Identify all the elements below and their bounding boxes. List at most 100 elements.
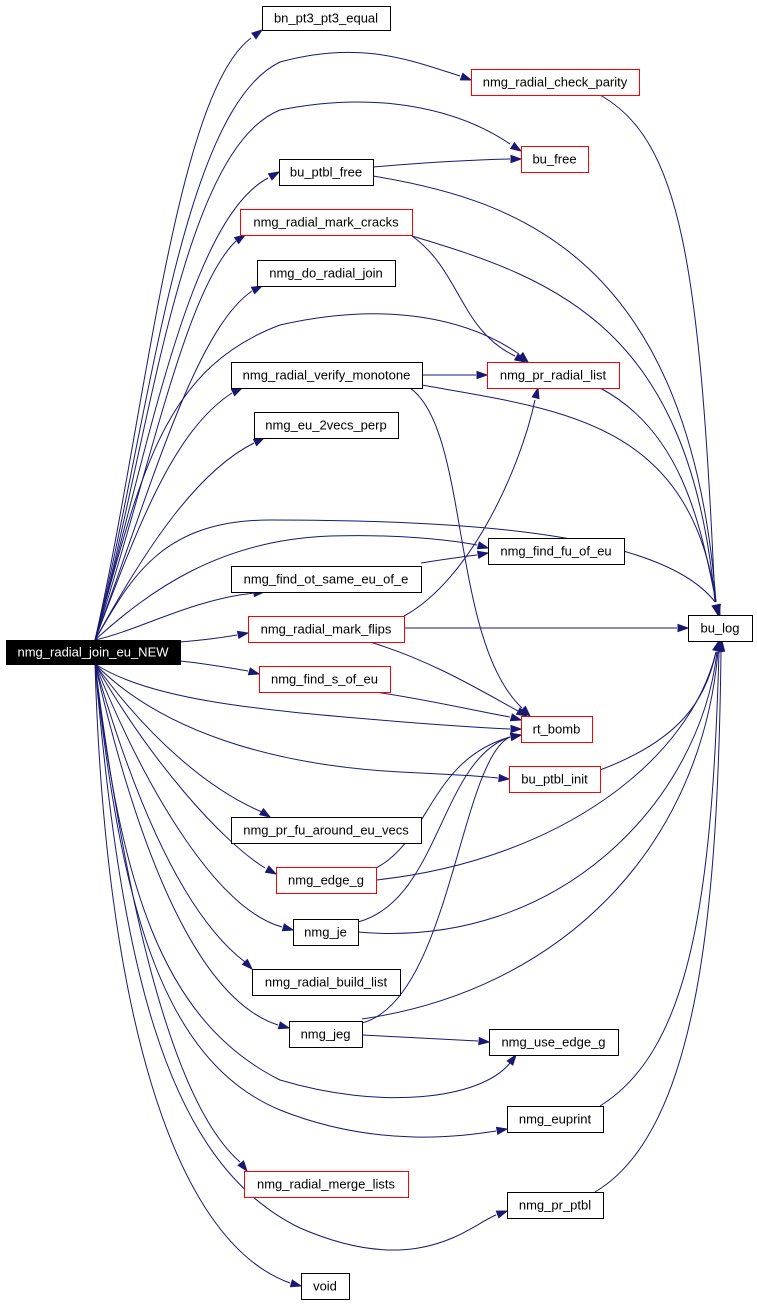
node-label: nmg_edge_g [288, 873, 364, 888]
arrowhead-icon [509, 732, 523, 741]
node-label: bu_log [700, 621, 739, 636]
node-nmg-pr-radial-list[interactable]: nmg_pr_radial_list [487, 362, 620, 389]
edge-nmg-radial-mark-cracks-to-nmg-pr-radial-list [411, 235, 527, 363]
edge-line [411, 235, 516, 357]
node-nmg-radial-check-parity[interactable]: nmg_radial_check_parity [471, 69, 640, 96]
edge-nmg-edge-g-to-bu-log [375, 639, 721, 881]
node-nmg-je[interactable]: nmg_je [293, 919, 359, 946]
node-box [301, 1273, 350, 1300]
node-bn-pt3-pt3-equal[interactable]: bn_pt3_pt3_equal [262, 6, 391, 31]
edge-line [403, 399, 536, 617]
node-nmg-radial-merge-lists[interactable]: nmg_radial_merge_lists [244, 1171, 409, 1198]
edge-line [374, 691, 511, 718]
node-nmg-pr-ptbl[interactable]: nmg_pr_ptbl [507, 1192, 604, 1219]
node-nmg-use-edge-g[interactable]: nmg_use_edge_g [489, 1029, 619, 1056]
node-label: nmg_euprint [519, 1112, 592, 1127]
node-bu-free[interactable]: bu_free [521, 146, 589, 173]
edge-nmg-radial-join-eu-new-to-nmg-radial-build-list [94, 663, 254, 971]
edge-nmg-pr-ptbl-to-bu-log [594, 639, 726, 1193]
edge-line [599, 651, 720, 1107]
arrowhead-icon [476, 541, 490, 550]
arrowhead-icon [230, 387, 244, 397]
node-nmg-find-fu-of-eu[interactable]: nmg_find_fu_of_eu [488, 538, 625, 565]
edge-line [361, 1034, 479, 1042]
node-void[interactable]: void [301, 1273, 350, 1300]
edge-nmg-radial-join-eu-new-to-nmg-pr-fu-around-eu-vecs [94, 663, 272, 818]
edge-line [369, 641, 519, 712]
arrowhead-icon [531, 386, 540, 400]
edge-nmg-radial-join-eu-new-to-nmg-edge-g [94, 663, 278, 875]
edge-nmg-radial-verify-monotone-to-bu-log [421, 384, 721, 617]
edge-line [94, 442, 255, 641]
node-label: nmg_je [304, 925, 347, 940]
node-box [231, 566, 422, 593]
node-label: void [313, 1279, 337, 1294]
node-label: bu_ptbl_init [521, 772, 588, 787]
arrowhead-icon [250, 285, 264, 295]
arrowhead-icon [509, 713, 523, 722]
node-nmg-radial-join-eu-new[interactable]: nmg_radial_join_eu_NEW [6, 640, 181, 665]
edge-line [94, 663, 511, 730]
node-box [521, 146, 589, 173]
edge-line [420, 554, 478, 564]
node-label: nmg_pr_fu_around_eu_vecs [243, 823, 409, 838]
node-box [254, 412, 399, 439]
node-nmg-edge-g[interactable]: nmg_edge_g [276, 867, 377, 894]
node-box [488, 538, 625, 565]
node-nmg-euprint[interactable]: nmg_euprint [507, 1106, 604, 1133]
node-box [6, 640, 181, 665]
edge-nmg-radial-mark-flips-to-bu-log [404, 623, 690, 633]
node-bu-ptbl-free[interactable]: bu_ptbl_free [279, 159, 374, 186]
arrowhead-icon [495, 1210, 509, 1219]
node-label: bu_ptbl_free [290, 165, 362, 180]
edge-nmg-radial-mark-flips-to-rt-bomb [369, 641, 529, 717]
node-nmg-radial-mark-flips[interactable]: nmg_radial_mark_flips [248, 616, 405, 643]
edge-line [599, 651, 717, 771]
node-box [487, 362, 620, 389]
arrowhead-icon [277, 1021, 291, 1030]
node-nmg-radial-verify-monotone[interactable]: nmg_radial_verify_monotone [231, 362, 423, 389]
arrowhead-icon [509, 141, 523, 152]
node-nmg-jeg[interactable]: nmg_jeg [289, 1021, 363, 1048]
edge-nmg-edge-g-to-rt-bomb [375, 732, 523, 869]
edge-line [375, 736, 511, 869]
edge-bu-ptbl-free-to-bu-free [372, 154, 523, 168]
edges-layer [94, 29, 726, 1288]
edge-line [94, 101, 511, 641]
node-box [244, 1171, 409, 1198]
edge-line [94, 290, 253, 641]
edge-line [179, 634, 238, 643]
edge-line [94, 663, 497, 1138]
node-label: nmg_pr_radial_list [500, 368, 607, 383]
arrowhead-icon [264, 865, 278, 875]
node-nmg-find-s-of-eu[interactable]: nmg_find_s_of_eu [259, 666, 391, 693]
edge-line [94, 663, 279, 1026]
node-nmg-eu-2vecs-perp[interactable]: nmg_eu_2vecs_perp [254, 412, 399, 439]
node-label: nmg_radial_merge_lists [257, 1177, 396, 1192]
node-nmg-do-radial-join[interactable]: nmg_do_radial_join [257, 260, 396, 287]
node-nmg-radial-build-list[interactable]: nmg_radial_build_list [252, 969, 401, 996]
node-box [252, 969, 401, 996]
edge-line [94, 592, 255, 641]
edge-nmg-radial-join-eu-new-to-nmg-eu-2vecs-perp [94, 437, 266, 641]
node-box [489, 1029, 619, 1056]
edge-line [94, 240, 237, 641]
arrowhead-icon [233, 234, 247, 245]
node-nmg-pr-fu-around-eu-vecs[interactable]: nmg_pr_fu_around_eu_vecs [231, 817, 422, 844]
node-rt-bomb[interactable]: rt_bomb [521, 716, 593, 743]
node-bu-log[interactable]: bu_log [688, 615, 753, 642]
node-box [248, 616, 405, 643]
node-label: bn_pt3_pt3_equal [274, 11, 378, 26]
arrowhead-icon [712, 603, 721, 617]
node-bu-ptbl-init[interactable]: bu_ptbl_init [509, 766, 601, 793]
node-box [240, 209, 413, 236]
edge-line [375, 651, 717, 881]
node-label: nmg_do_radial_join [269, 266, 382, 281]
node-nmg-find-ot-same-eu-of-e[interactable]: nmg_find_ot_same_eu_of_e [231, 566, 422, 593]
edge-nmg-pr-radial-list-to-bu-log [599, 387, 721, 617]
edge-line [372, 158, 511, 168]
arrowhead-icon [716, 639, 726, 652]
nodes-layer: nmg_radial_join_eu_NEW bn_pt3_pt3_equalnm… [6, 6, 753, 1300]
node-nmg-radial-mark-cracks[interactable]: nmg_radial_mark_cracks [240, 209, 413, 236]
